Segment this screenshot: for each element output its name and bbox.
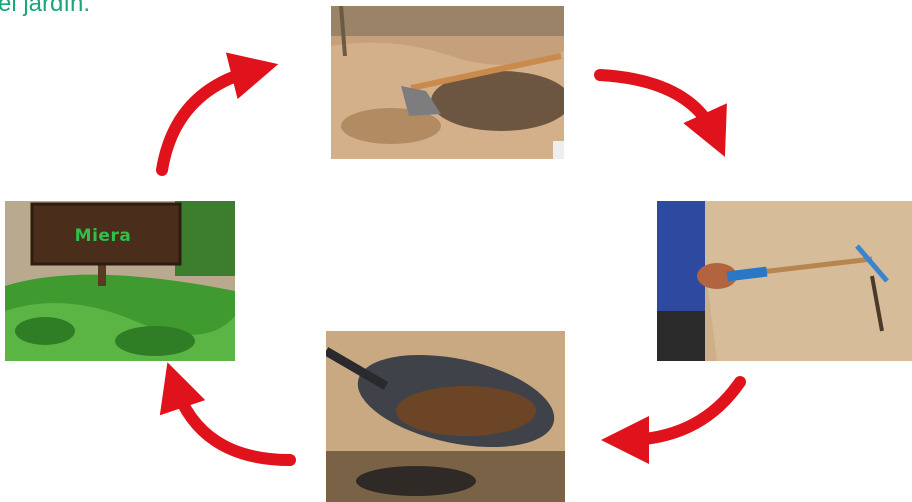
arrow-top-to-right	[600, 75, 715, 135]
arrow-left-to-top	[162, 70, 255, 170]
arrow-bottom-to-left	[175, 385, 290, 460]
arrow-right-to-bottom	[625, 382, 740, 440]
